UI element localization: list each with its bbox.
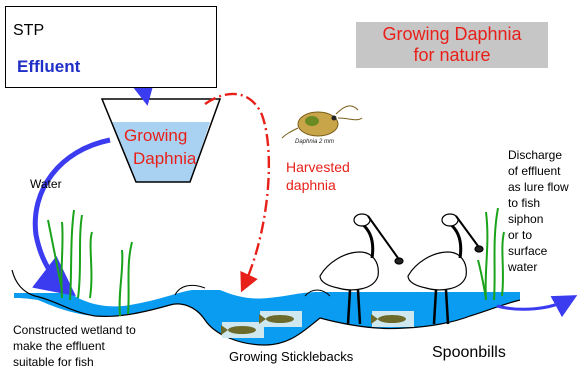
daphnia-scale-label: Daphnia 2 mm (295, 139, 334, 145)
title-line-1: Growing Daphnia (356, 24, 548, 45)
discharge-line: as lure flow (508, 179, 569, 195)
effluent-label: Effluent (17, 57, 80, 77)
reeds-right (478, 208, 504, 300)
stickleback-fish (259, 311, 302, 327)
discharge-line: of effluent (508, 163, 561, 179)
wetland-line: Constructed wetland to (13, 322, 136, 338)
tank-label-daphnia: Daphnia (133, 149, 196, 169)
title-line-2: for nature (356, 45, 548, 66)
discharge-line: or to (508, 227, 532, 243)
reeds-mid (120, 242, 132, 316)
discharge-line: Discharge (508, 147, 562, 163)
harvested-label-line-2: daphnia (286, 177, 336, 193)
discharge-line: to fish (508, 195, 540, 211)
stp-label: STP (13, 22, 44, 40)
spoonbills-label: Spoonbills (432, 344, 506, 362)
water-label: Water (30, 177, 62, 191)
daphnia-image (282, 106, 362, 138)
discharge-line: siphon (508, 211, 543, 227)
harvested-label-line-1: Harvested (286, 159, 350, 175)
harvest-arrow (205, 94, 269, 288)
tank-label-growing: Growing (124, 126, 187, 146)
discharge-line: water (508, 259, 537, 275)
wetland-line: make the effluent (13, 338, 105, 354)
discharge-line: surface (508, 243, 547, 259)
wetland-line: suitable for fish (13, 354, 94, 370)
reeds-left (48, 210, 92, 300)
stickleback-fish (221, 322, 264, 338)
stickleback-fish (371, 311, 414, 327)
sticklebacks-label: Growing Sticklebacks (229, 349, 353, 364)
